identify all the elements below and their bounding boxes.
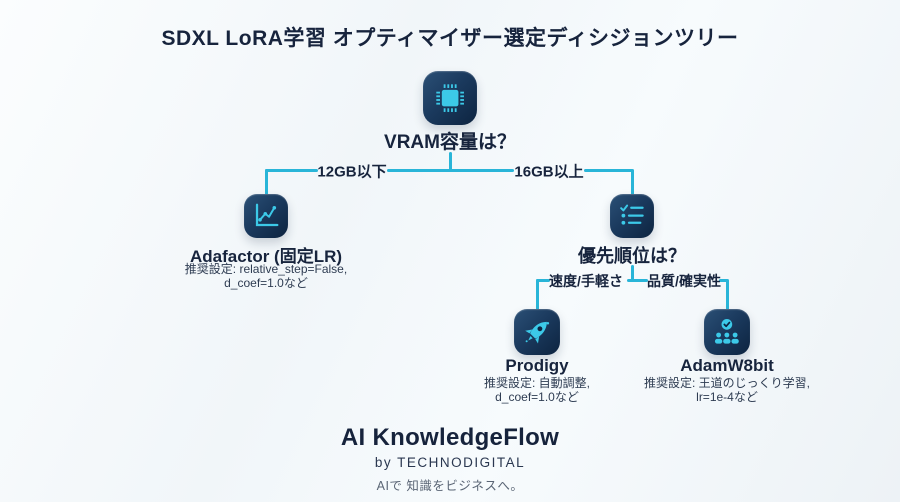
branch1-line-right: [584, 169, 633, 172]
priority-question: 優先順位は？: [578, 246, 686, 266]
adafactor-note-1: 推奨設定: relative_step=False,: [184, 262, 348, 276]
branch-label-speed: 速度/手軽さ: [549, 273, 623, 289]
branch2-line-right: [719, 279, 728, 282]
branch-label-12gb: 12GB以下: [317, 163, 387, 181]
root-node-tile: [423, 71, 477, 125]
adamw8bit-note-2: lr=1e-4など: [696, 390, 758, 404]
adamw8bit-title: AdamW8bit: [680, 356, 774, 375]
cpu-chip-icon: [436, 84, 464, 112]
branch-label-quality: 品質/確実性: [647, 273, 721, 289]
team-check-icon: [715, 319, 739, 344]
adafactor-node-tile: [244, 194, 288, 238]
branch1-line-middle: [387, 169, 514, 172]
adafactor-note-2: d_coef=1.0など: [224, 276, 308, 290]
branch2-drop-right: [725, 279, 729, 310]
branch2-line-middle: [627, 279, 648, 282]
priority-node-tile: [610, 194, 654, 238]
rocket-icon: [525, 321, 550, 344]
adamw8bit-node-tile: [704, 309, 750, 355]
branch1-line-left: [265, 169, 318, 172]
prodigy-node-tile: [514, 309, 560, 355]
branch-label-16gb: 16GB以上: [514, 163, 584, 181]
branch1-drop-right: [630, 169, 634, 195]
prodigy-note-1: 推奨設定: 自動調整,: [483, 376, 591, 390]
adafactor-title: Adafactor (固定LR): [189, 247, 343, 266]
root-connector-line: [448, 152, 452, 171]
adamw8bit-note-1: 推奨設定: 王道のじっくり学習,: [643, 376, 811, 390]
prodigy-title: Prodigy: [505, 356, 569, 375]
branch1-drop-left: [264, 169, 268, 195]
brand-logo-text: AI KnowledgeFlow: [340, 424, 560, 451]
line-chart-icon: [255, 203, 279, 227]
brand-byline: by TECHNODIGITAL: [374, 455, 526, 470]
priority-connector-line: [630, 265, 634, 282]
branch2-drop-left: [535, 279, 539, 310]
branch2-line-left: [536, 279, 550, 282]
root-question: VRAM容量は？: [384, 132, 516, 153]
prodigy-note-2: d_coef=1.0など: [495, 390, 579, 404]
page-title: SDXL LoRA学習 オプティマイザー選定ディシジョンツリー: [161, 27, 739, 50]
footer: AI KnowledgeFlow by TECHNODIGITAL AIで 知識…: [341, 424, 559, 494]
brand-tagline: AIで 知識をビジネスへ。: [376, 479, 524, 493]
checklist-icon: [620, 204, 644, 225]
